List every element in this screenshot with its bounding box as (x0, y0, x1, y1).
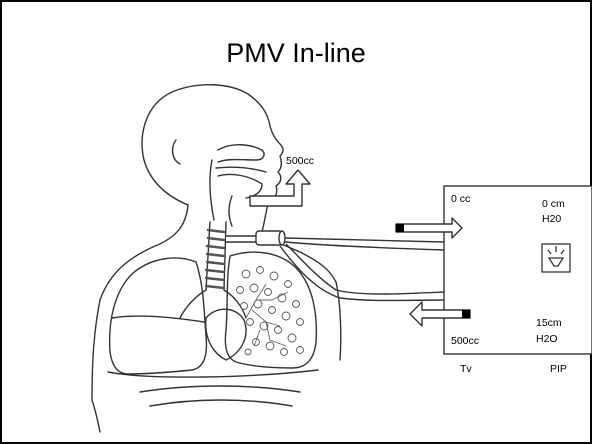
slide-title: PMV In-line (0, 40, 592, 67)
pressure-bottom-unit: H2O (536, 334, 558, 345)
volume-bottom-value: 500cc (451, 336, 479, 347)
pressure-top-value: 0 cm (542, 199, 565, 210)
tidal-volume-label: Tv (460, 364, 472, 375)
peak-pressure-label: PIP (550, 364, 567, 375)
pressure-bottom-value: 15cm (536, 318, 562, 329)
speaking-valve (256, 231, 282, 245)
pressure-top-unit: H20 (542, 214, 561, 225)
volume-top-value: 0 cc (451, 194, 470, 205)
exhale-volume-label: 500cc (286, 156, 314, 167)
